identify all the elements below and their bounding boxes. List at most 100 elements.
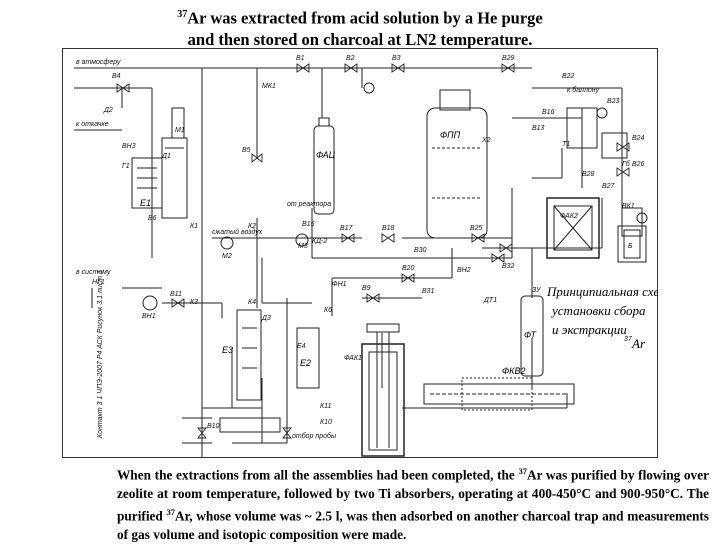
label-v28: В28 [582,171,595,178]
label-v3: В3 [392,55,401,62]
dewar-fak1: ФАК1 [344,323,405,457]
label-v17: В17 [340,225,354,232]
extraction-schematic: Е1 ФАЦ ФПП ФАК2 Б ФТ [62,48,658,458]
label-dt1: ДТ1 [483,297,497,304]
cylinder-fpp: ФПП [426,89,488,239]
label-e3: Е3 [222,345,233,355]
title-line-2: and then stored on charcoal at LN2 tempe… [187,29,533,49]
tube-fkb2: ФКВ2 [423,366,575,411]
label-v9: В9 [362,285,371,292]
label-fak1: ФАК1 [344,355,362,362]
gauges [142,82,608,311]
label-v20: В20 [402,265,415,272]
right-upper-equipment [566,107,648,237]
label-ft: ФТ [524,330,537,340]
label-d2: Д2 [103,107,113,114]
label-v31: В31 [422,288,435,295]
label-g1: Г1 [122,163,130,170]
schema-title: Принципиальная схема установки сбора и э… [546,284,658,351]
label-e1: Е1 [140,198,151,208]
label-mk1: МК1 [262,83,276,90]
caption-superscript-1: 37 [518,466,528,476]
label-vn3: ВН3 [122,143,136,150]
label-v4: В4 [112,73,121,80]
column-e2-e3: Е3 Е2 [219,309,320,433]
annotation-labels: в атмосферу к откачке от реактора сжатый… [76,59,600,440]
label-sampling: отбор пробы [292,432,337,440]
label-k10: К10 [320,419,332,426]
label-v1: В1 [296,55,305,62]
label-v6: В6 [148,215,157,222]
label-v15: В15 [302,221,315,228]
cylinder-ft: ФТ [520,295,544,377]
label-v2: В2 [346,55,355,62]
label-to-system: в систему [76,269,111,276]
label-v11: В11 [170,291,182,298]
label-fac1: ФАЦ [316,150,336,160]
label-m1: М1 [175,127,185,134]
label-v32: В32 [502,263,515,270]
label-v30: В30 [414,247,427,254]
caption-superscript-2: 37 [166,507,175,518]
label-v26: В26 [632,161,645,168]
label-fn1: ФН1 [332,281,347,288]
label-d3: Д3 [261,315,271,322]
label-to-bottle: к баллону [567,86,600,94]
label-vk1: ВК1 [622,203,635,210]
label-k4: К4 [248,299,256,306]
caption-part-2: Ar was purified by flowing over zeolite … [117,467,710,524]
valve-symbols [116,63,630,439]
label-fpt1: ФПП [440,130,461,140]
label-m2: М2 [222,253,232,260]
label-fak2: ФАК2 [560,213,578,220]
label-e2: Е2 [300,358,311,368]
label-k6: К6 [324,307,332,314]
label-v27: В27 [602,183,616,190]
label-v10: В10 [207,423,220,430]
title-line-1: 37Ar was extracted from acid solution by… [60,4,660,29]
label-k1: К1 [190,223,198,230]
schema-line-2: установки сбора [550,303,646,318]
dewar-b: Б [617,225,647,263]
side-note: Контакт 3 1 ЧПЭ-2007 Р4 АСК Рисунок 3.1 … [97,270,104,438]
label-ng1: НГ1 [92,279,105,286]
schema-line-3: и экстракции [552,322,627,337]
label-vn2: ВН2 [457,267,471,274]
label-v18: В18 [382,225,395,232]
label-k11: К11 [320,403,331,410]
valve-labels: В1 В2 В3 В29 В4 В5 В15 В17 В18 В25 В20 В… [112,55,645,430]
label-kd2: КД-2 [312,238,327,245]
vessel-e1: Е1 [131,107,188,219]
label-v16: В16 [542,109,555,116]
label-x2: Х2 [481,137,491,144]
pipe-network [74,67,623,458]
caption-paragraph: When the extractions from all the assemb… [117,462,709,545]
label-v23: В23 [607,98,620,105]
label-gb: Гб [622,160,631,168]
dewar-fak2: ФАК2 [546,197,600,259]
label-v29: В29 [502,55,515,62]
component-labels: Х2 К1 К2 К3 К4 К6 К10 К11 М1 М2 М3 Д1 Д2… [92,83,631,426]
schema-ar: Ar [631,336,646,351]
label-zu: ЗУ [532,287,542,294]
label-v13: В13 [532,125,545,132]
caption-part-1: When the extractions from all the assemb… [117,467,519,483]
label-d1: Д1 [161,153,171,160]
caption-part-3: Ar, whose volume was ~ 2.5 l, was then a… [117,508,709,543]
label-k3: К3 [190,299,198,306]
label-vh1: ВН1 [142,313,156,320]
label-v25: В25 [470,225,483,232]
slide-title: 37Ar was extracted from acid solution by… [60,4,660,50]
label-v22: В22 [562,73,575,80]
label-t1: Т1 [562,141,570,148]
schema-line-1: Принципиальная схема [546,284,658,299]
label-to-reactor: от реактора [287,201,331,208]
label-v5: В5 [242,147,251,154]
label-v24: В24 [632,135,645,142]
label-fkb2: ФКВ2 [502,366,525,376]
label-compressed-air: сжатый воздух [212,228,263,236]
title-line-1-text: Ar was extracted from acid solution by a… [187,8,543,28]
title-superscript: 37 [177,9,188,20]
label-m3: М3 [298,243,308,250]
label-to-atmosphere: в атмосферу [76,59,121,66]
